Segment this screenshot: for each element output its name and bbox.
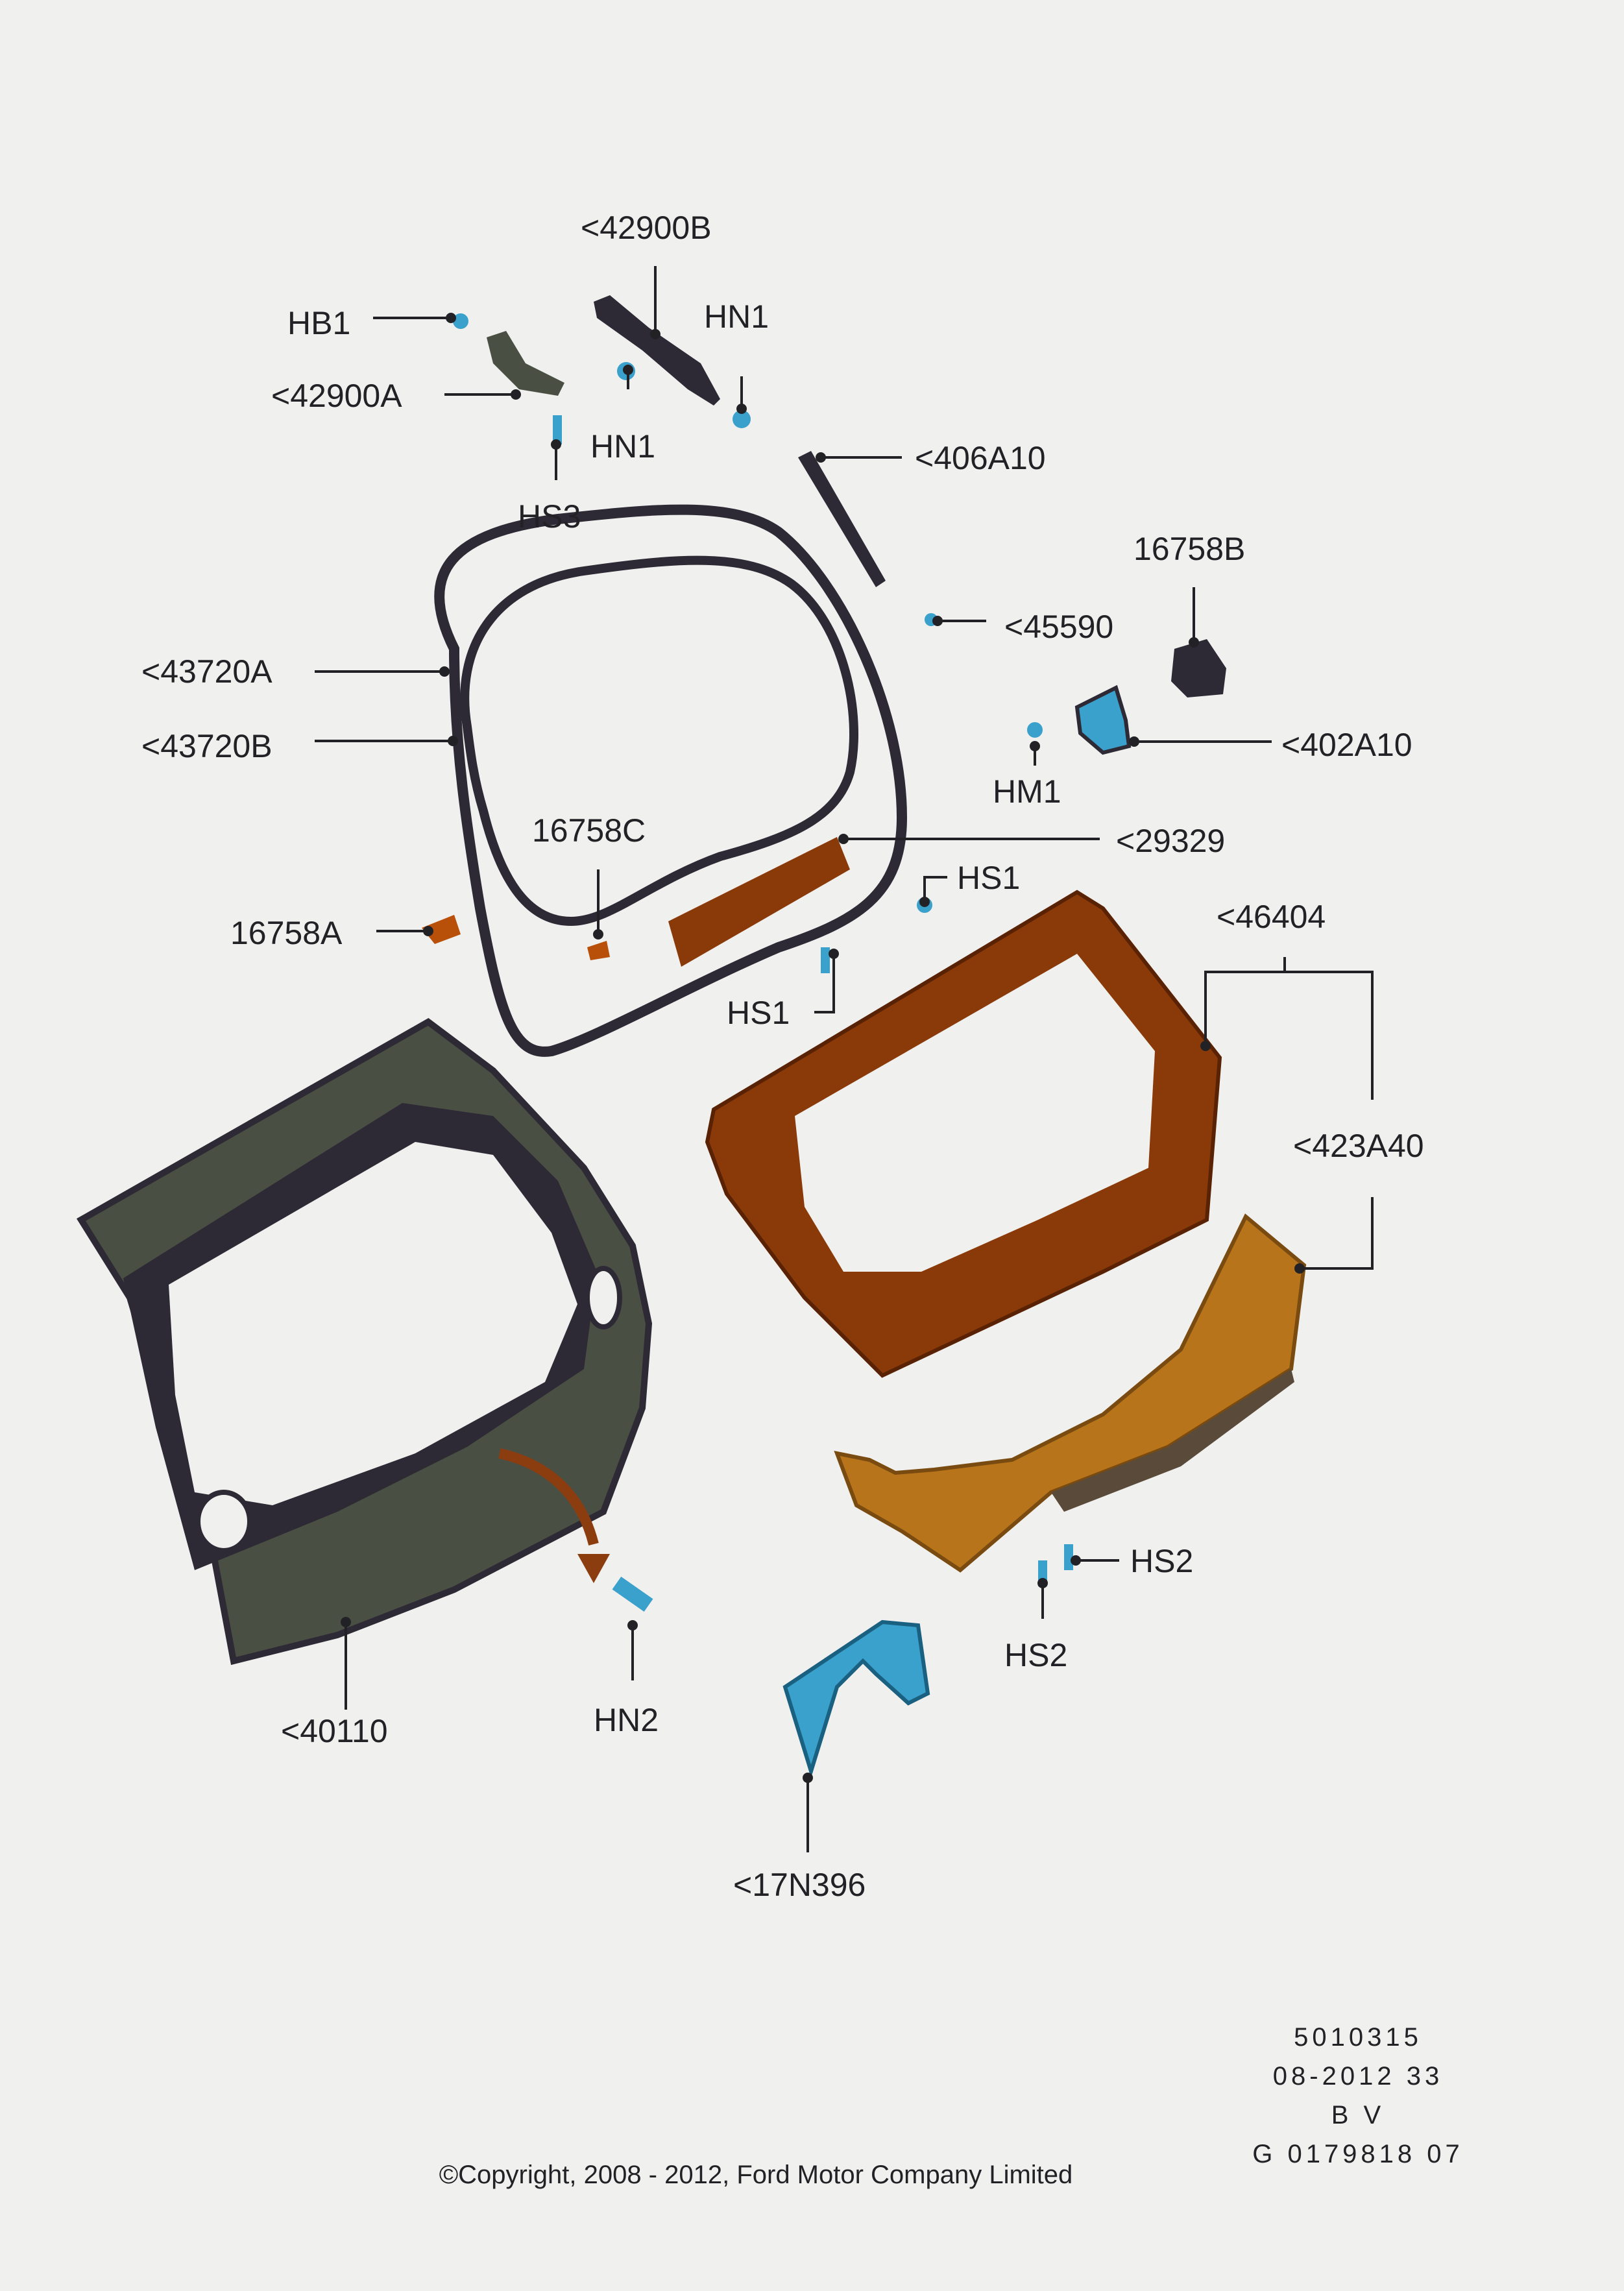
drawing-code: B V	[1331, 2101, 1385, 2129]
label-423A40: <423A40	[1293, 1128, 1424, 1164]
outer-panel-40110-illustration	[77, 1018, 653, 1666]
label-16758A: 16758A	[230, 915, 343, 951]
label-HS2-right: HS2	[1130, 1543, 1193, 1579]
label-HM1: HM1	[993, 773, 1061, 810]
label-HN2: HN2	[594, 1702, 659, 1738]
label-42900A: <42900A	[271, 378, 402, 414]
label-43720A: <43720A	[141, 653, 273, 690]
direction-arrow-head	[577, 1554, 610, 1583]
direction-arrow	[498, 1448, 599, 1546]
seal-43720A-illustration	[434, 504, 908, 1057]
label-406A10: <406A10	[915, 440, 1046, 476]
latch-402A10-illustration	[1074, 685, 1132, 755]
bracket-29329-illustration	[668, 837, 850, 967]
label-HN1-mid: HN1	[590, 428, 655, 465]
drawing-id: G 0179818 07	[1252, 2140, 1464, 2168]
label-43720B: <43720B	[141, 728, 273, 764]
label-29329: <29329	[1116, 823, 1225, 859]
label-HS1-left: HS1	[727, 995, 790, 1031]
drawing-number: 5010315	[1294, 2023, 1422, 2052]
drawing-reference-block: 5010315 08-2012 33 B V G 0179818 07	[1241, 2018, 1475, 2174]
hinge-42900A-illustration	[487, 331, 564, 396]
bracket-17N396-illustration	[782, 1619, 930, 1778]
label-42900B: <42900B	[581, 210, 712, 246]
label-16758B: 16758B	[1133, 531, 1245, 567]
label-HS2-bottom: HS2	[1004, 1637, 1067, 1673]
part-16758A-illustration	[422, 915, 461, 944]
fasteners	[453, 313, 1073, 1612]
label-402A10: <402A10	[1281, 727, 1412, 763]
label-HS3: HS3	[518, 498, 581, 535]
label-16758C: 16758C	[532, 812, 646, 849]
copyright-notice: ©Copyright, 2008 - 2012, Ford Motor Comp…	[439, 2161, 1073, 2189]
gas-strut-406A10-illustration	[798, 451, 886, 587]
leader-lines	[315, 266, 1374, 1852]
label-HN1-top: HN1	[704, 298, 769, 335]
motor-16758B-illustration	[1171, 639, 1226, 697]
label-40110: <40110	[281, 1713, 388, 1749]
hinge-42900B-illustration	[594, 295, 720, 406]
inner-panel-46404-illustration	[705, 890, 1222, 1378]
part-16758C-illustration	[587, 941, 610, 960]
seal-43720B-illustration	[460, 555, 858, 927]
spoiler-423A40-illustration	[834, 1213, 1307, 1573]
label-46404: <46404	[1217, 899, 1326, 935]
label-HB1: HB1	[287, 305, 350, 341]
label-45590: <45590	[1004, 609, 1113, 645]
drawing-date: 08-2012 33	[1272, 2062, 1444, 2091]
label-HS1-right: HS1	[957, 860, 1020, 896]
label-17N396: <17N396	[733, 1867, 866, 1903]
